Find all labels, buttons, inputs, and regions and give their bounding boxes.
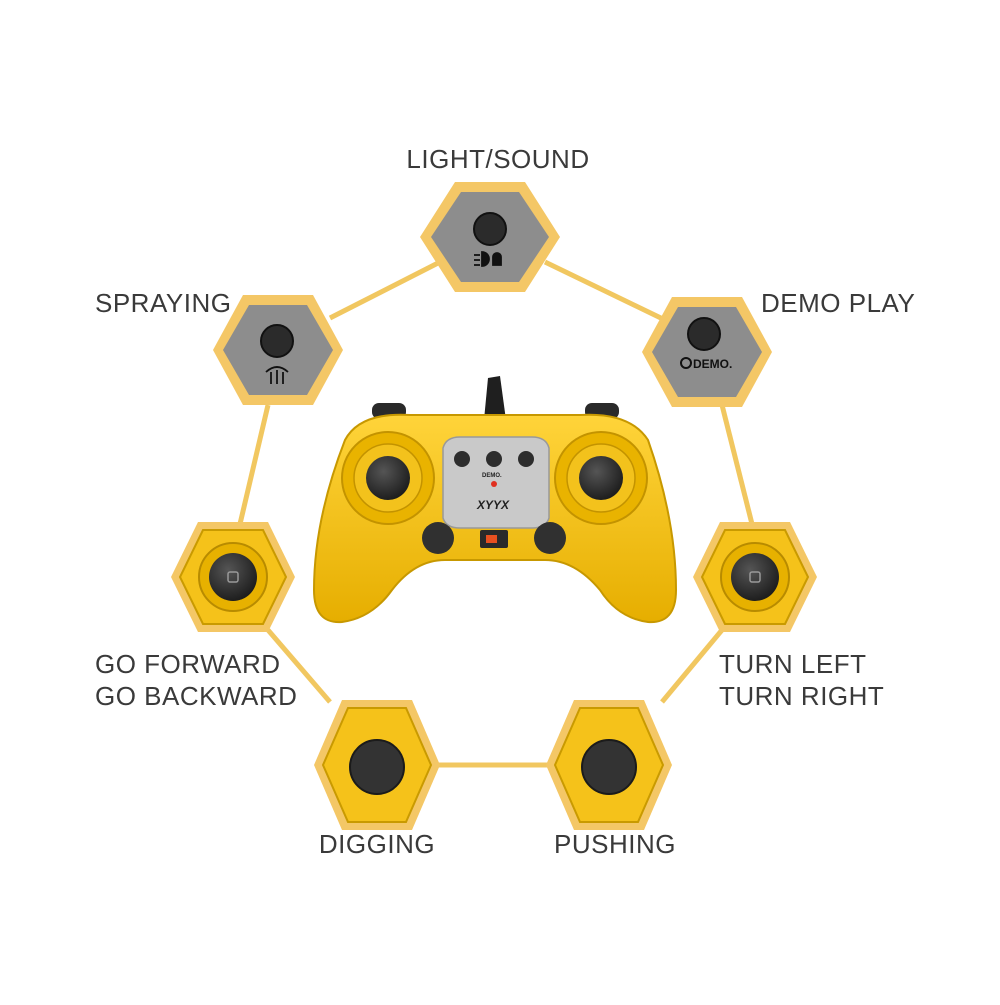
label-go-forward: GO FORWARD [95,649,281,679]
controller-dig-button[interactable] [422,522,454,554]
label-digging: DIGGING [318,829,436,859]
controller-right-stick[interactable] [579,456,623,500]
label-light-sound: LIGHT/SOUND [406,144,590,174]
spraying-button[interactable] [260,324,294,358]
brand-logo: XYYX [476,498,510,512]
demo-play-hex: DEMO. [642,297,772,407]
label-turn-left: TURN LEFT [719,649,867,679]
pushing-button[interactable] [581,739,637,795]
light-sound-icon [474,251,502,267]
panel-demo-text: DEMO. [482,473,502,479]
connector-lines [237,259,755,768]
controller: DEMO. XYYX [312,376,678,624]
demo-replay-icon [680,357,692,369]
digging-button[interactable] [349,739,405,795]
label-turn-left-right: TURN LEFT TURN RIGHT [719,648,884,712]
digging-hex [314,700,440,830]
label-pushing: PUSHING [554,829,676,859]
right-joystick[interactable] [731,553,779,601]
left-joystick[interactable] [209,553,257,601]
spraying-hex [213,295,343,405]
panel-spray-button[interactable] [518,451,534,467]
demo-text: DEMO. [693,357,732,371]
pushing-hex [546,700,672,830]
label-spraying: SPRAYING [95,288,232,318]
spray-icon [265,366,289,384]
demo-play-button[interactable] [687,317,721,351]
label-turn-right: TURN RIGHT [719,681,885,711]
label-go-backward: GO BACKWARD [95,681,298,711]
panel-demo-button[interactable] [486,451,502,467]
label-go-forward-backward: GO FORWARD GO BACKWARD [95,648,297,712]
power-led [491,481,497,487]
left-stick-hex [171,522,295,632]
light-sound-hex [420,182,560,292]
controller-left-stick[interactable] [366,456,410,500]
right-stick-hex [693,522,817,632]
label-demo-play: DEMO PLAY [761,288,916,318]
antenna [484,376,506,420]
light-sound-button[interactable] [473,212,507,246]
panel-light-button[interactable] [454,451,470,467]
controller-push-button[interactable] [534,522,566,554]
